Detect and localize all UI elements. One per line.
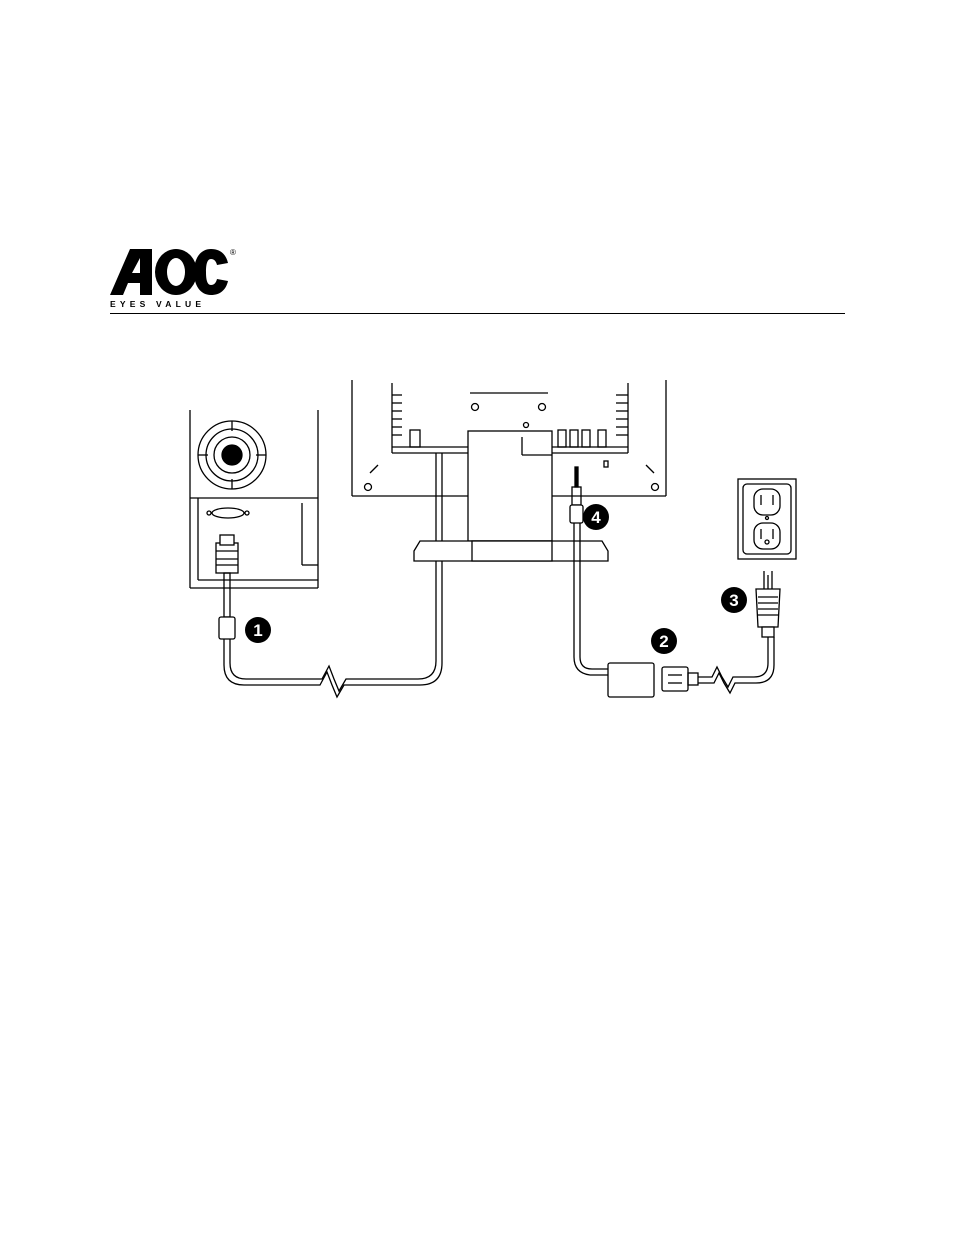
step-badge-4: 4 <box>583 504 609 530</box>
power-cord <box>662 637 774 693</box>
step-badge-1: 1 <box>245 617 271 643</box>
wall-outlet <box>738 479 796 559</box>
vga-cable <box>216 453 442 697</box>
step-badge-2: 2 <box>651 628 677 654</box>
aoc-logo: ® EYES VALUE <box>110 249 242 311</box>
connection-diagram-svg: 1 2 3 4 <box>180 375 820 710</box>
step-number-1: 1 <box>253 621 262 640</box>
computer-tower <box>190 410 318 588</box>
logo-tagline: EYES VALUE <box>110 299 205 309</box>
dc-cable <box>570 467 654 697</box>
aoc-logo-mark <box>110 249 238 295</box>
monitor-back <box>352 380 666 561</box>
step-number-3: 3 <box>729 591 738 610</box>
header-divider <box>110 313 845 314</box>
registered-mark: ® <box>230 249 236 257</box>
connection-diagram: 1 2 3 4 <box>180 375 820 710</box>
step-badge-3: 3 <box>721 587 747 613</box>
step-number-2: 2 <box>659 632 668 651</box>
step-number-4: 4 <box>591 508 601 527</box>
power-plug <box>756 571 780 637</box>
